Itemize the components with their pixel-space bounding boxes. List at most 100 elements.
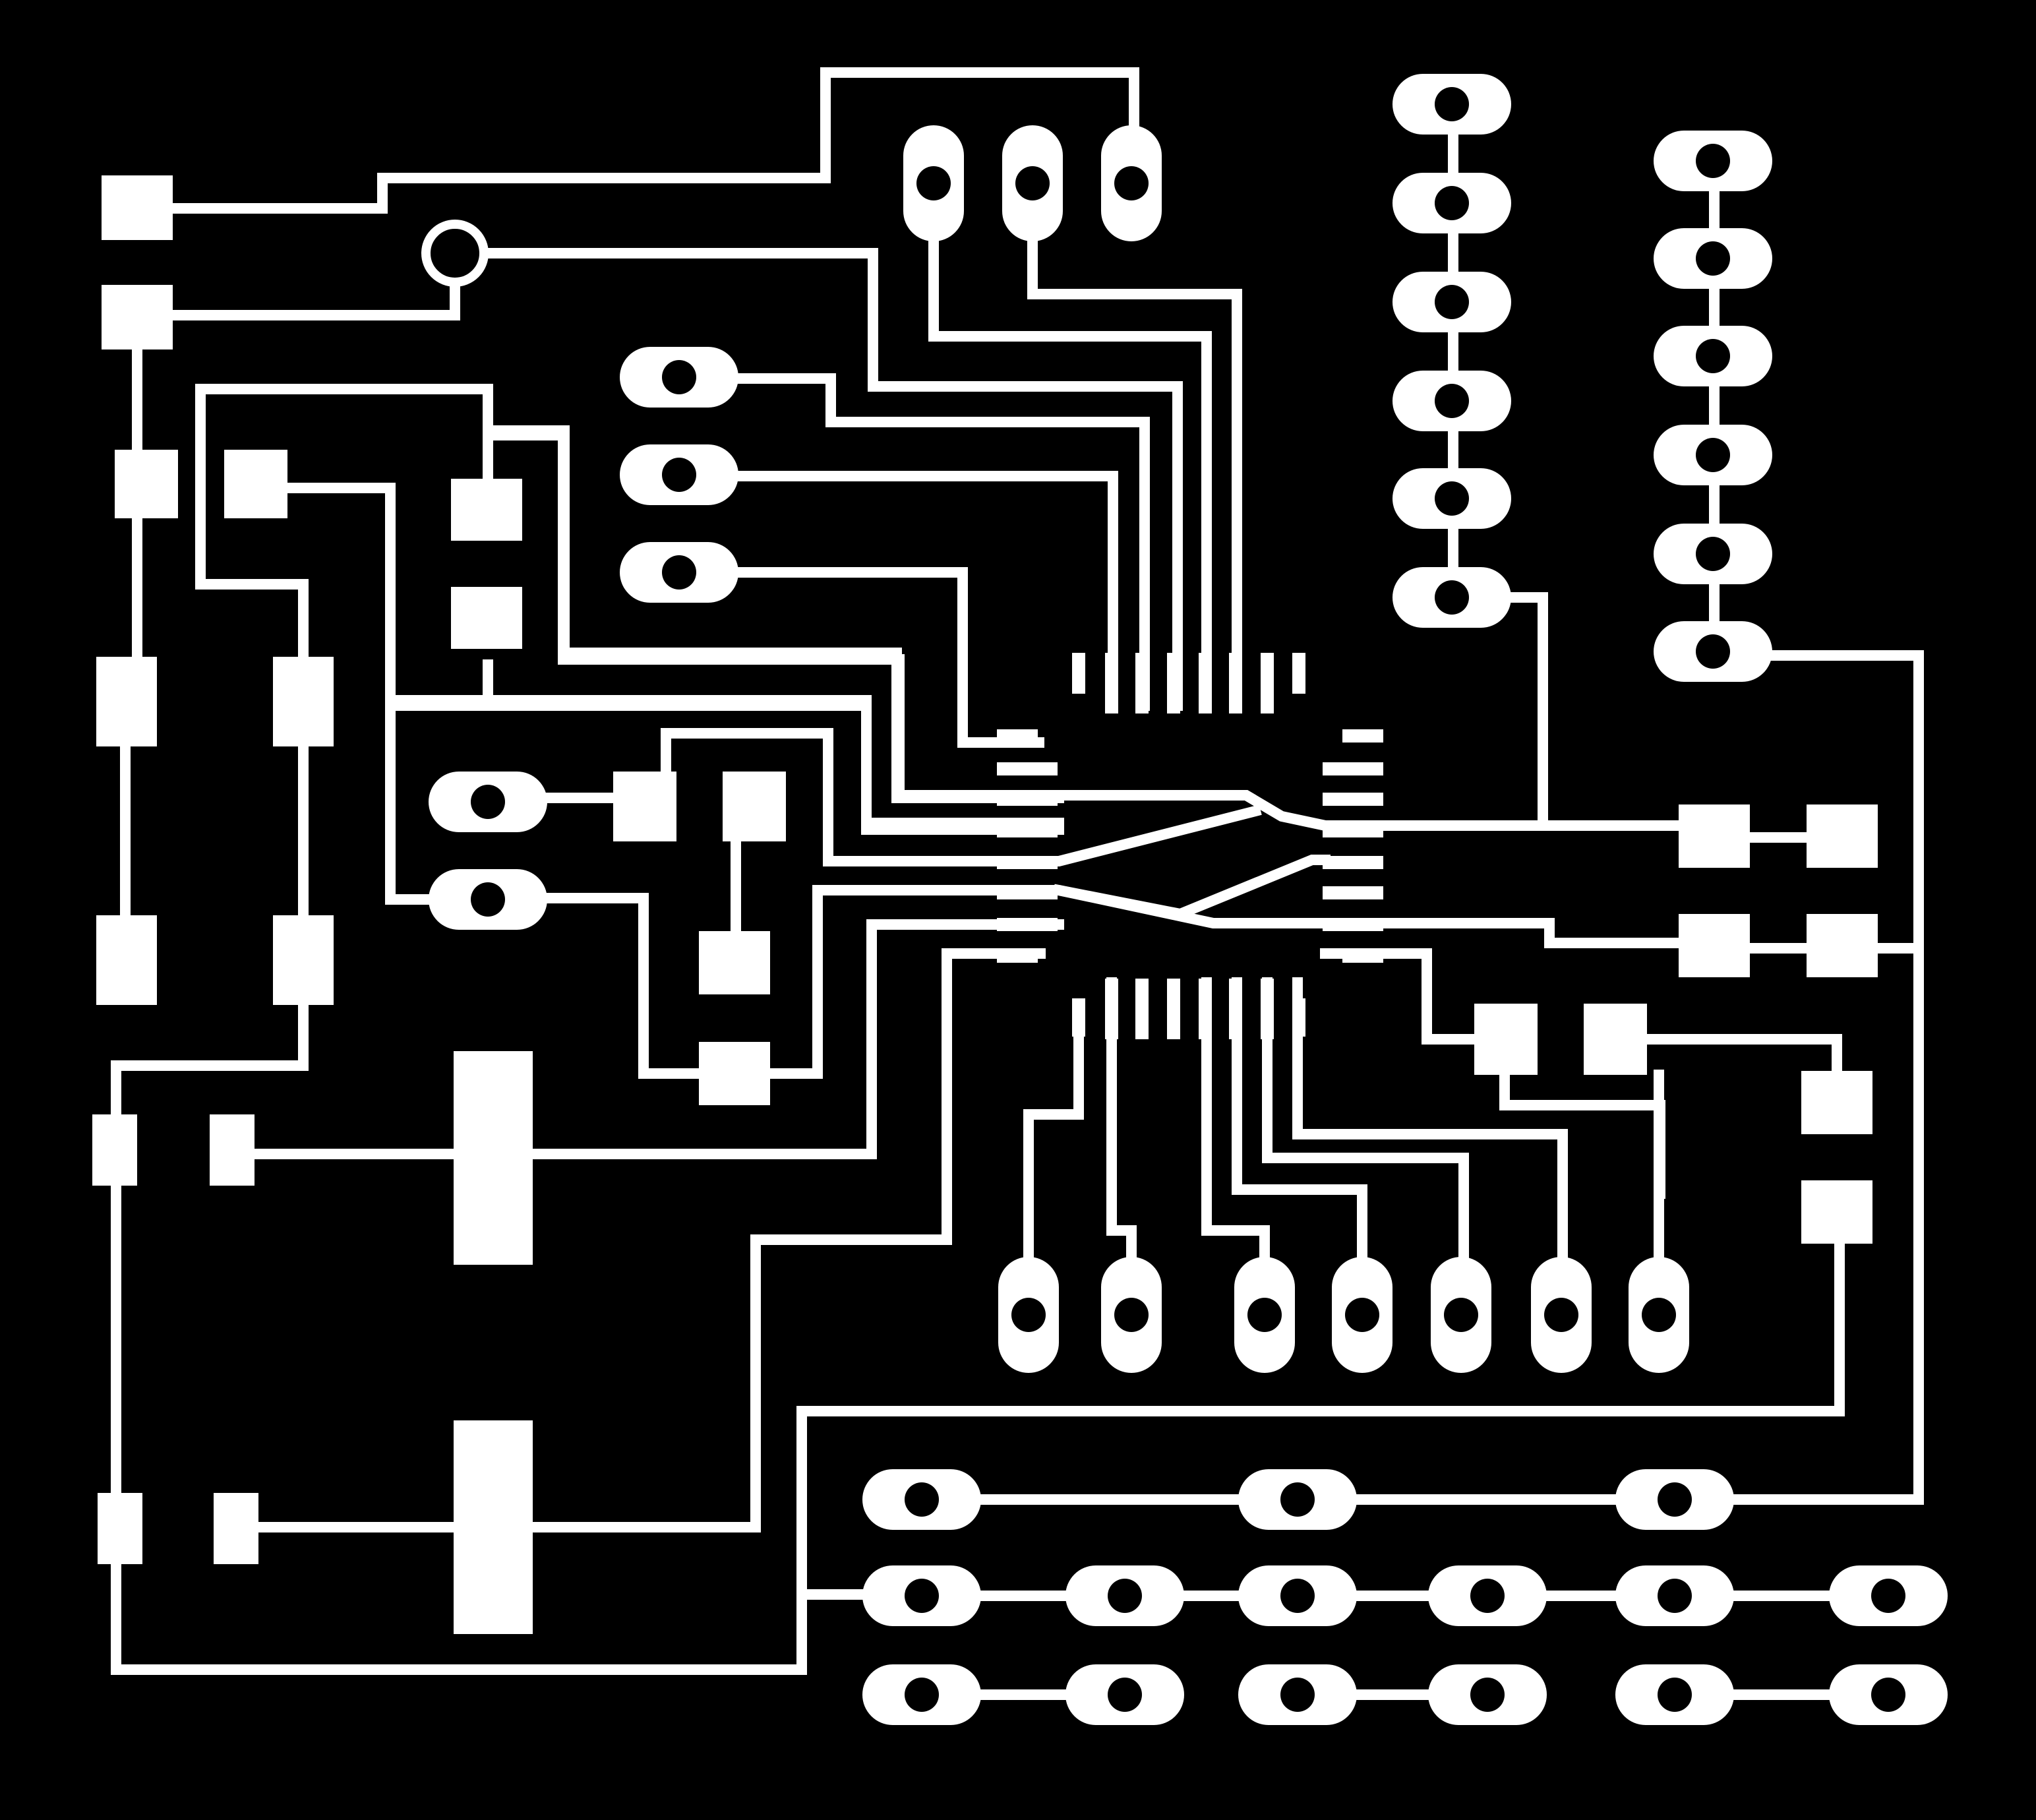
drill-hole	[1435, 580, 1469, 615]
smd-pad	[454, 1051, 533, 1265]
drill-hole	[1280, 1482, 1315, 1517]
smd-pad	[273, 657, 334, 746]
ic-pin	[1292, 653, 1305, 694]
trace	[1262, 977, 1469, 1278]
ic-pin	[1229, 979, 1242, 1039]
drill-hole	[1435, 87, 1469, 121]
through-hole-pad-icon	[1654, 228, 1772, 289]
through-hole-pad-icon	[1392, 371, 1511, 431]
drill-hole	[1280, 1678, 1315, 1712]
drill-hole	[1470, 1678, 1505, 1712]
trace	[253, 948, 1046, 1532]
ic-pin	[1105, 979, 1118, 1039]
through-hole-pad-icon	[1654, 524, 1772, 584]
through-hole-pad-icon	[1629, 1257, 1689, 1373]
drill-hole	[1247, 1298, 1282, 1332]
smd-pad	[96, 657, 157, 746]
trace	[485, 893, 708, 1079]
through-hole-pad-icon	[1392, 74, 1511, 135]
trace	[727, 471, 1118, 711]
drill-hole	[1696, 634, 1730, 669]
drill-hole	[905, 1678, 939, 1712]
ic-pin	[997, 729, 1038, 743]
through-hole-pad-icon	[1654, 425, 1772, 485]
through-hole-pad-icon	[620, 542, 738, 603]
trace	[1201, 977, 1270, 1278]
trace	[111, 1002, 309, 1122]
smd-pad	[96, 915, 157, 1005]
via-hole	[439, 237, 471, 269]
drill-hole	[1108, 1579, 1142, 1613]
ic-pin	[1135, 979, 1149, 1039]
ic-pin	[1323, 793, 1383, 806]
trace	[1232, 977, 1367, 1278]
through-hole-pad-icon	[1238, 1469, 1357, 1530]
drill-hole	[1696, 438, 1730, 472]
ic-pin	[1199, 653, 1212, 713]
smd-pad	[102, 285, 173, 349]
trace	[1640, 1034, 1842, 1079]
ic-pin	[1105, 653, 1118, 713]
drill-hole	[1642, 1298, 1676, 1332]
trace	[928, 222, 1212, 711]
drill-hole	[916, 166, 951, 200]
smd-pad	[1679, 804, 1750, 868]
ic-pin	[1323, 856, 1383, 869]
through-hole-pad-icon	[1615, 1664, 1734, 1725]
through-hole-pad-icon	[1531, 1257, 1592, 1373]
ic-pin	[1323, 886, 1383, 899]
trace	[261, 483, 444, 905]
through-hole-pad-icon	[862, 1565, 981, 1626]
drill-hole	[1015, 166, 1050, 200]
drill-hole	[1114, 166, 1149, 200]
drill-hole	[1345, 1298, 1379, 1332]
through-hole-pad-icon	[1234, 1257, 1295, 1373]
smd-pad	[454, 1420, 533, 1634]
smd-pad	[1801, 1180, 1872, 1244]
through-hole-pad-icon	[1431, 1257, 1491, 1373]
through-hole-pad-icon	[903, 125, 964, 241]
smd-pad	[115, 450, 178, 518]
trace	[661, 728, 1262, 866]
smd-pad	[723, 772, 786, 841]
drill-hole	[1696, 241, 1730, 276]
drill-hole	[1435, 384, 1469, 418]
ic-pin	[1199, 979, 1212, 1039]
ic-pin	[1323, 762, 1383, 775]
smd-pad-layer	[92, 175, 1878, 1634]
smd-pad	[273, 915, 334, 1005]
drill-hole	[1658, 1678, 1692, 1712]
through-hole-pad-icon	[620, 444, 738, 505]
drill-hole	[905, 1482, 939, 1517]
smd-pad	[98, 1493, 142, 1564]
through-hole-pad-icon	[1101, 1257, 1162, 1373]
drill-hole	[662, 458, 696, 492]
ic-pin	[1292, 998, 1305, 1037]
through-hole-pad-icon	[1392, 272, 1511, 332]
drill-hole	[1435, 481, 1469, 516]
trace	[1052, 855, 1331, 920]
drill-hole	[1108, 1678, 1142, 1712]
drill-hole	[662, 360, 696, 394]
through-hole-pad-icon	[1654, 131, 1772, 191]
trace	[1023, 1023, 1084, 1278]
through-hole-pad-icon	[1002, 125, 1063, 241]
trace	[389, 700, 1064, 835]
ic-pin	[1261, 653, 1274, 713]
trace	[727, 373, 1150, 711]
smd-pad	[102, 175, 173, 240]
ic-pin	[1135, 653, 1149, 713]
ic-pin	[1342, 950, 1383, 963]
drill-hole	[1444, 1298, 1478, 1332]
trace	[1292, 977, 1568, 1278]
ic-pin	[997, 886, 1058, 899]
smd-pad	[699, 1042, 770, 1105]
drill-hole	[1470, 1579, 1505, 1613]
through-hole-pad-icon	[429, 772, 547, 832]
through-hole-pad-icon	[862, 1469, 981, 1530]
ic-pin	[1167, 979, 1180, 1039]
ic-pin	[997, 762, 1058, 775]
ic-pin	[1072, 653, 1085, 694]
via	[421, 220, 489, 287]
